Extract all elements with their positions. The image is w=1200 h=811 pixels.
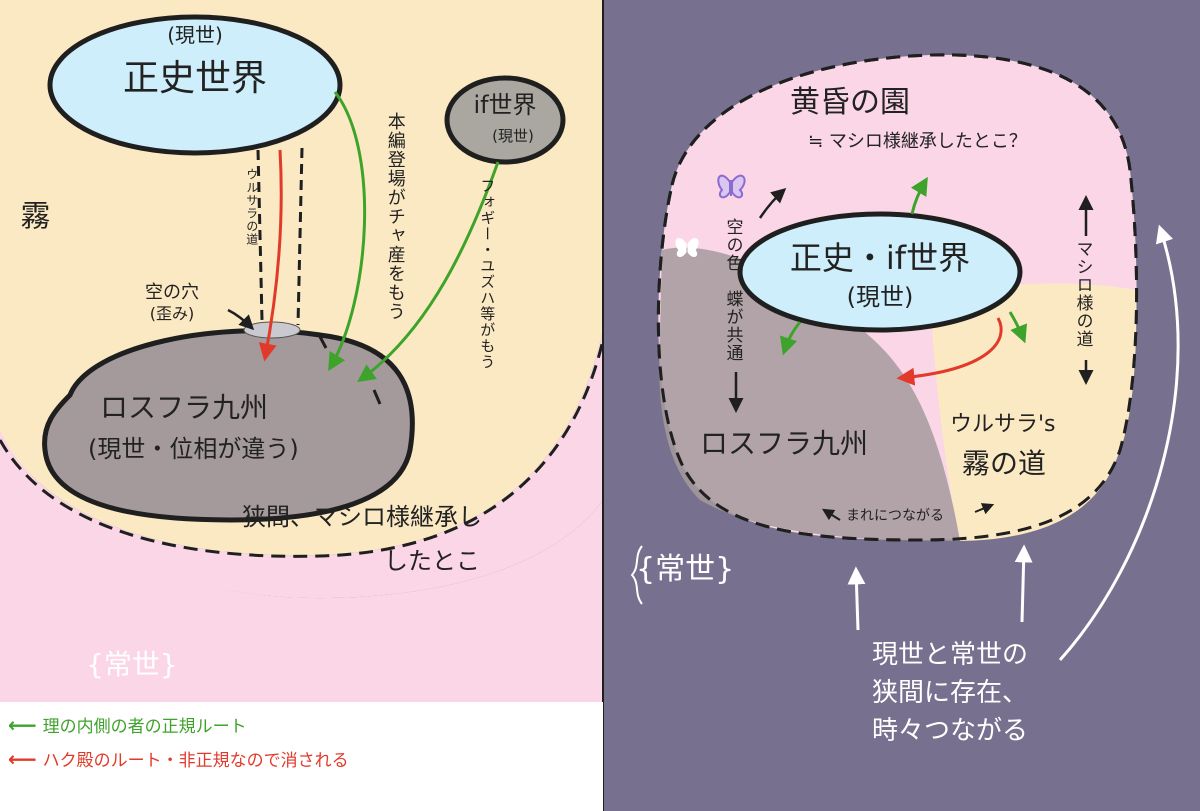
sky-hole-subtitle: (歪み) bbox=[149, 304, 195, 323]
legend-red-row: ⟵ ハク殿のルート・非正規なので消される bbox=[8, 746, 349, 772]
butterfly-icon-purple bbox=[717, 174, 746, 199]
fogiyu-note: フォギー・ユズハ等がもう bbox=[478, 178, 497, 370]
hazama-label-line1: 狭間、マシロ様継承し bbox=[242, 503, 482, 531]
ursa-label: ウルサラ's bbox=[950, 412, 1056, 437]
seishi-world-shape bbox=[47, 14, 343, 156]
left-tokoyo-label: {常世} bbox=[86, 648, 178, 681]
long-white-arrow bbox=[1058, 224, 1180, 662]
legend-red-label: ハク殿のルート・非正規なので消される bbox=[42, 751, 349, 771]
center-world-title: 正史・if世界 bbox=[789, 239, 971, 277]
if-world-shape bbox=[444, 75, 566, 165]
legend-green-label: 理の内側の者の正規ルート bbox=[42, 717, 247, 737]
left-panel bbox=[0, 0, 605, 702]
seishi-world-title: 正史世界 bbox=[122, 58, 267, 99]
center-world-shape bbox=[737, 211, 1023, 333]
garden-note: ≒ マシロ様継承したとこ？ bbox=[808, 131, 1027, 152]
losfra-ground-shape bbox=[42, 328, 415, 523]
bottom-note-line1: 現世と常世の bbox=[871, 640, 1028, 670]
right-panel bbox=[630, 53, 1180, 662]
legend-box: ⟵ 理の内側の者の正規ルート ⟵ ハク殿のルート・非正規なので消される bbox=[0, 702, 603, 811]
rarely-connect-label: まれにつながる bbox=[846, 508, 944, 524]
honpen-note: 本編登場がチャ産をもう bbox=[384, 112, 406, 321]
legend-green-row: ⟵ 理の内側の者の正規ルート bbox=[8, 712, 247, 738]
if-world-subtitle: (現世) bbox=[492, 127, 534, 145]
seishi-world-subtitle: (現世) bbox=[167, 23, 223, 47]
red-arrow-icon: ⟵ bbox=[8, 746, 37, 771]
green-route-if bbox=[357, 161, 500, 383]
right-tokoyo-label: {常世} bbox=[636, 552, 735, 587]
fog-road-label: 霧の道 bbox=[962, 447, 1047, 480]
garden-title: 黄昏の園 bbox=[790, 85, 910, 120]
sky-hole-label: 空の穴 bbox=[145, 282, 199, 303]
red-route-arrow bbox=[258, 149, 283, 362]
right-losfra-title: ロスフラ九州 bbox=[700, 427, 869, 460]
hazama-band bbox=[0, 420, 603, 702]
if-world-title: if世界 bbox=[473, 91, 537, 119]
center-world-subtitle: (現世) bbox=[846, 283, 914, 311]
ursa-route-label: ウルサラの道 bbox=[244, 168, 259, 246]
green-arrow-icon: ⟵ bbox=[8, 712, 37, 737]
right-red-arrow bbox=[896, 317, 1003, 386]
green-route-honpen bbox=[328, 91, 367, 372]
butterfly-icon-white bbox=[675, 238, 699, 257]
sky-butterfly-note: 空の色、蝶が共通 bbox=[722, 218, 743, 362]
losfra-title: ロスフラ九州 bbox=[100, 391, 269, 424]
bottom-note-line2: 狭間に存在、 bbox=[871, 678, 1028, 708]
right-losfra-zone bbox=[659, 247, 960, 541]
fog-label: 霧 bbox=[14, 200, 50, 231]
mashiro-road-label: マシロ様の道 bbox=[1072, 240, 1093, 348]
hazama-label-line2: したとこ bbox=[384, 547, 480, 575]
bottom-note-line3: 時々つながる bbox=[871, 716, 1028, 746]
losfra-subtitle: (現世・位相が違う) bbox=[88, 435, 299, 463]
